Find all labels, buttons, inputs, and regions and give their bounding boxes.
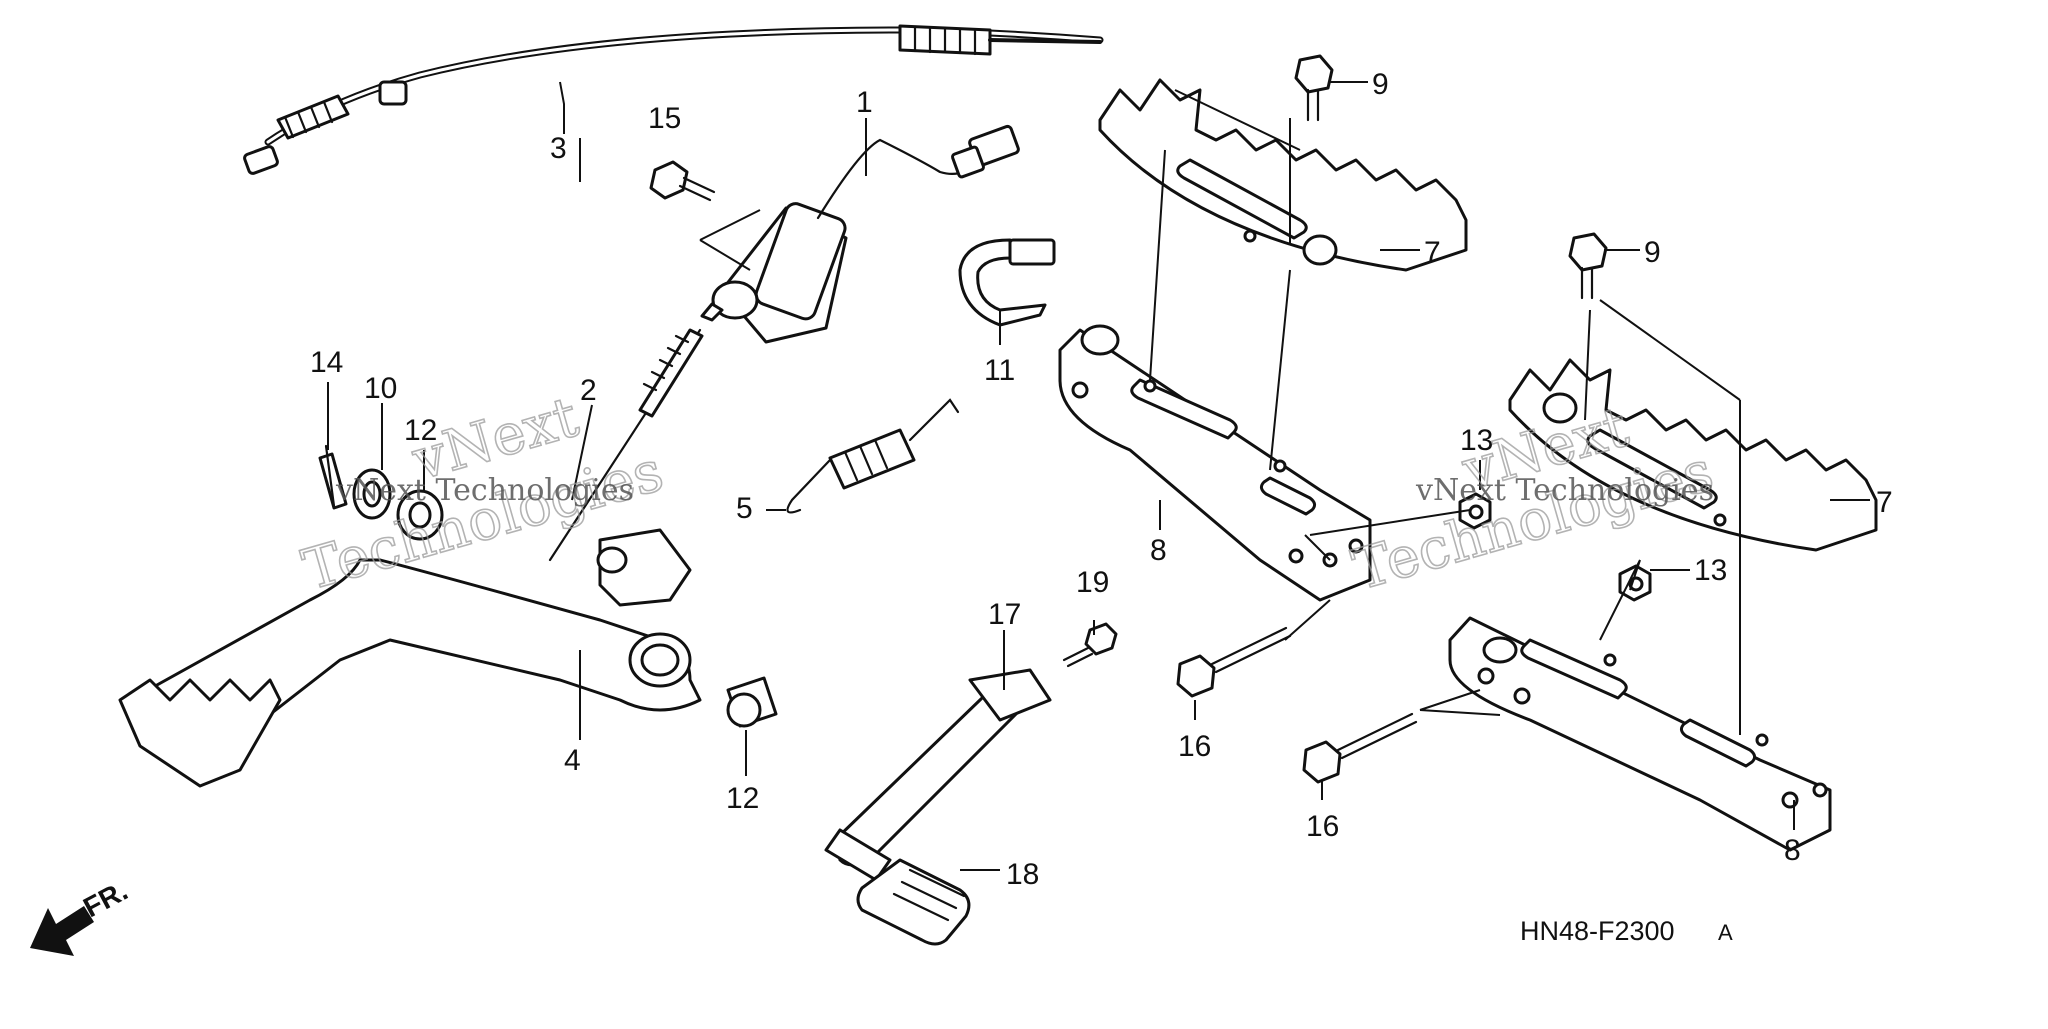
footpeg-upper [1098,78,1468,272]
callout-3: 3 [550,132,567,165]
callout-10: 10 [364,372,397,405]
callout-9-lower: 9 [1644,236,1661,269]
nut-13-upper [1458,492,1492,530]
brake-pedal [118,528,702,788]
callout-16-lower: 16 [1306,810,1339,843]
watermark-line-right: vNext Technologies [1415,473,1714,508]
footpeg-lower [1508,358,1878,552]
callout-13-lower: 13 [1694,554,1727,587]
callout-leaders [327,81,1870,871]
bolt-9-upper [1294,54,1334,122]
callout-17: 17 [988,598,1021,631]
callout-5: 5 [736,492,753,525]
bolt-16-lower [1302,712,1418,784]
bolt-19 [1062,622,1118,668]
shift-rubber [856,858,971,946]
callout-18: 18 [1006,858,1039,891]
callout-16-upper: 16 [1178,730,1211,763]
front-marker: FR. [30,875,133,956]
callout-2: 2 [580,374,597,407]
bolt-16-upper [1176,626,1292,698]
callout-4: 4 [564,744,581,777]
watermark-line-left: vNext Technologies [335,473,634,508]
callout-7-upper: 7 [1424,236,1441,269]
diagram-code-label: HN48-F2300 [1520,916,1675,946]
bolt-15 [649,160,716,202]
callout-19: 19 [1076,566,1109,599]
cotter-pin [318,444,348,510]
front-arrow-icon [30,906,94,956]
callout-12-upper: 12 [404,414,437,447]
callout-14: 14 [310,346,343,379]
assembly-lines [699,89,1741,735]
brake-cable [243,24,1104,175]
diagram-code-suffix: A [1718,920,1733,945]
watermark: vNext Technologies vNext Technologies vN… [295,384,1721,604]
bolt-9-lower [1568,232,1608,300]
diagram-code: HN48-F2300 A [1520,916,1733,946]
bracket-upper [1058,324,1372,602]
bushing-12-lower [726,676,778,728]
callout-1: 1 [856,86,873,119]
callout-9-upper: 9 [1372,68,1389,101]
washer-10 [352,468,392,520]
shift-pedal [824,668,1052,882]
bracket-lower [1448,616,1832,852]
callout-13-upper: 13 [1460,424,1493,457]
switch-spring [548,328,704,562]
return-spring [786,398,960,514]
stop-switch [700,124,1020,344]
callout-11: 11 [984,354,1015,387]
callout-12-lower: 12 [726,782,759,815]
bushing-12-upper [396,489,444,541]
callout-8-upper: 8 [1150,534,1167,567]
callout-15: 15 [648,102,681,135]
callout-7-lower: 7 [1876,486,1893,519]
callout-8-lower: 8 [1784,834,1801,867]
callout-numbers: 1 2 3 4 5 7 7 8 8 9 9 10 11 12 12 13 13 … [310,68,1893,891]
cable-clamp [958,238,1056,327]
